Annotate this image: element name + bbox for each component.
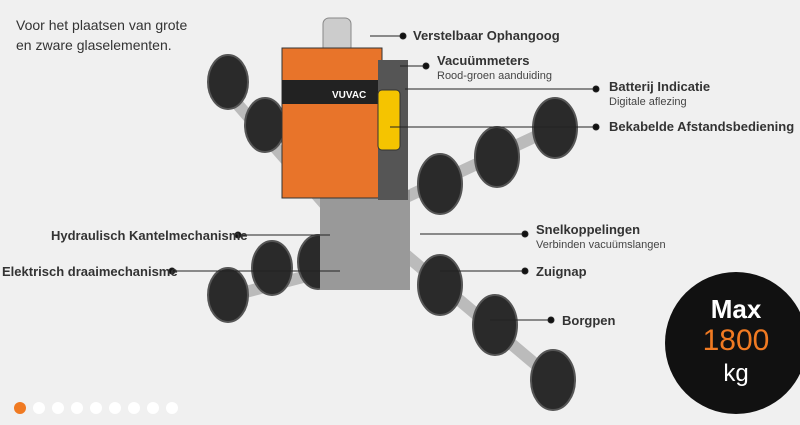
label-borgpen: Borgpen bbox=[562, 313, 616, 328]
carousel-dot-6[interactable] bbox=[109, 402, 121, 414]
label-batterij: Batterij Indicatie bbox=[609, 79, 711, 94]
label-snelkoppelingen: Snelkoppelingen bbox=[536, 222, 641, 237]
carousel-dot-5[interactable] bbox=[90, 402, 102, 414]
carousel-dot-3[interactable] bbox=[52, 402, 64, 414]
badge-value: 1800 bbox=[702, 324, 770, 357]
badge-unit: kg bbox=[723, 360, 749, 387]
label-snelkoppelingen-sub: Verbinden vacuümslangen bbox=[536, 239, 666, 251]
suction-cups bbox=[207, 54, 578, 411]
label-afstandsbediening: Bekabelde Afstandsbediening bbox=[609, 119, 795, 134]
label-hydraulisch: Hydraulisch Kantelmechanisme bbox=[51, 228, 248, 243]
label-batterij-sub: Digitale aflezing bbox=[609, 96, 687, 108]
brand-logo: VUVAC bbox=[332, 90, 366, 101]
carousel-dot-1[interactable] bbox=[14, 402, 26, 414]
intro-text: Voor het plaatsen van grote en zware gla… bbox=[16, 17, 188, 53]
max-load-badge: Max 1800 kg bbox=[665, 272, 800, 414]
label-vacuummeters-sub: Rood-groen aanduiding bbox=[437, 70, 552, 82]
label-elektrisch: Elektrisch draaimechanisme bbox=[2, 264, 178, 279]
carousel-dot-2[interactable] bbox=[33, 402, 45, 414]
carousel-pagination bbox=[14, 402, 178, 414]
carousel-dot-8[interactable] bbox=[147, 402, 159, 414]
label-vacuummeters: Vacuümmeters bbox=[437, 53, 530, 68]
badge-top: Max bbox=[710, 294, 762, 324]
carousel-dot-9[interactable] bbox=[166, 402, 178, 414]
carousel-dot-7[interactable] bbox=[128, 402, 140, 414]
carousel-dot-4[interactable] bbox=[71, 402, 83, 414]
label-zuignap: Zuignap bbox=[536, 264, 587, 279]
remote-control bbox=[377, 89, 401, 151]
label-ophangoog: Verstelbaar Ophangoog bbox=[413, 28, 560, 43]
